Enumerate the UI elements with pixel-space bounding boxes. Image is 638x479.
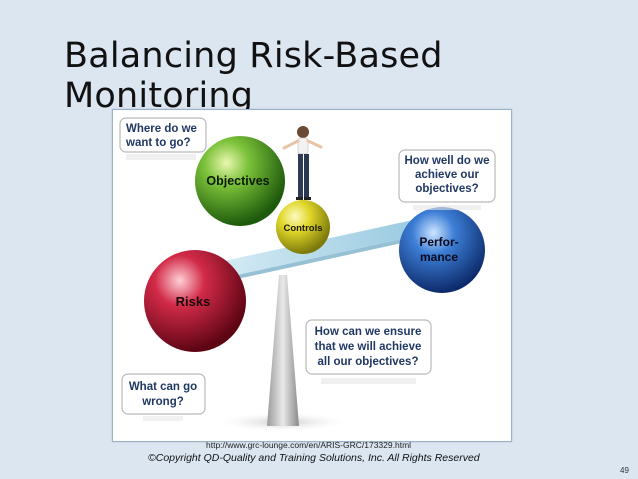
performance-label-line1: Perfor- — [419, 235, 458, 249]
objectives-label: Objectives — [206, 174, 269, 188]
callout-ensure-line2: that we will achieve — [315, 341, 422, 353]
source-url: http://www.grc-lounge.com/en/ARIS-GRC/17… — [206, 440, 412, 450]
callout-where-line1: Where do we — [126, 123, 197, 135]
callout-ensure-line3: all our objectives? — [318, 356, 419, 368]
objectives-sphere: Objectives — [195, 136, 285, 226]
controls-sphere: Controls — [276, 200, 330, 254]
callout-how-well: How well do we achieve our objectives? — [398, 149, 496, 210]
risks-label: Risks — [176, 294, 211, 309]
risks-sphere: Risks — [144, 250, 246, 352]
callout-wrong-line2: wrong? — [141, 396, 184, 408]
controls-label: Controls — [283, 223, 322, 234]
balance-diagram: Risks Perfor- mance Objectives Controls — [112, 109, 512, 442]
callout-how-well-line3: objectives? — [415, 183, 478, 195]
performance-sphere: Perfor- mance — [399, 207, 485, 293]
callout-how-well-line2: achieve our — [415, 169, 479, 181]
balance-board-edge — [187, 234, 425, 290]
callout-where-line2: want to go? — [125, 137, 191, 149]
callout-ensure-line1: How can we ensure — [315, 326, 422, 338]
copyright-notice: ©Copyright QD-Quality and Training Solut… — [148, 452, 480, 464]
callout-how-can-we-ensure: How can we ensure that we will achieve a… — [305, 319, 432, 384]
performance-label-line2: mance — [420, 250, 458, 264]
balance-diagram-svg: Risks Perfor- mance Objectives Controls — [119, 117, 496, 432]
callout-where-do-we-want-to-go: Where do we want to go? — [119, 117, 207, 160]
callout-what-can-go-wrong: What can go wrong? — [121, 373, 206, 421]
slide-title: Balancing Risk-Based Monitoring — [64, 36, 443, 116]
pivot-stand — [267, 275, 299, 426]
person-figure — [282, 126, 323, 200]
callout-wrong-line1: What can go — [129, 381, 197, 393]
page-number: 49 — [620, 466, 629, 475]
callout-how-well-line1: How well do we — [405, 155, 490, 167]
